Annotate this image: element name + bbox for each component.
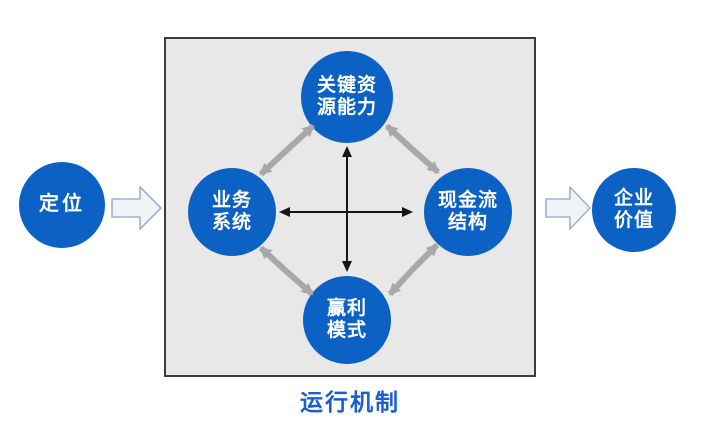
node-key-resources: 关键资 源能力 (301, 51, 393, 143)
node-label-line1: 企业 (613, 187, 654, 209)
node-label-line2: 源能力 (316, 97, 377, 118)
node-positioning: 定位 (19, 162, 105, 248)
node-label-line1: 赢利 (326, 297, 367, 319)
flow-arrow-in-icon (111, 186, 162, 230)
node-label-line1: 业务 (211, 189, 252, 211)
flow-arrow-out-icon (545, 186, 591, 230)
node-label-line1: 关键资 (316, 74, 377, 96)
box-caption: 运行机制 (300, 389, 400, 415)
node-label-line2: 系统 (211, 212, 252, 233)
node-business-system: 业务 系统 (188, 168, 276, 256)
node-label-line2: 结构 (447, 212, 488, 233)
node-label-line2: 价值 (613, 210, 654, 231)
node-enterprise-value: 企业 价值 (592, 168, 676, 252)
node-label: 定位 (39, 193, 85, 216)
node-cashflow-structure: 现金流 结构 (424, 168, 512, 256)
node-profit-model: 赢利 模式 (303, 276, 391, 364)
node-label-line2: 模式 (326, 320, 367, 341)
node-label-line1: 现金流 (437, 189, 498, 211)
